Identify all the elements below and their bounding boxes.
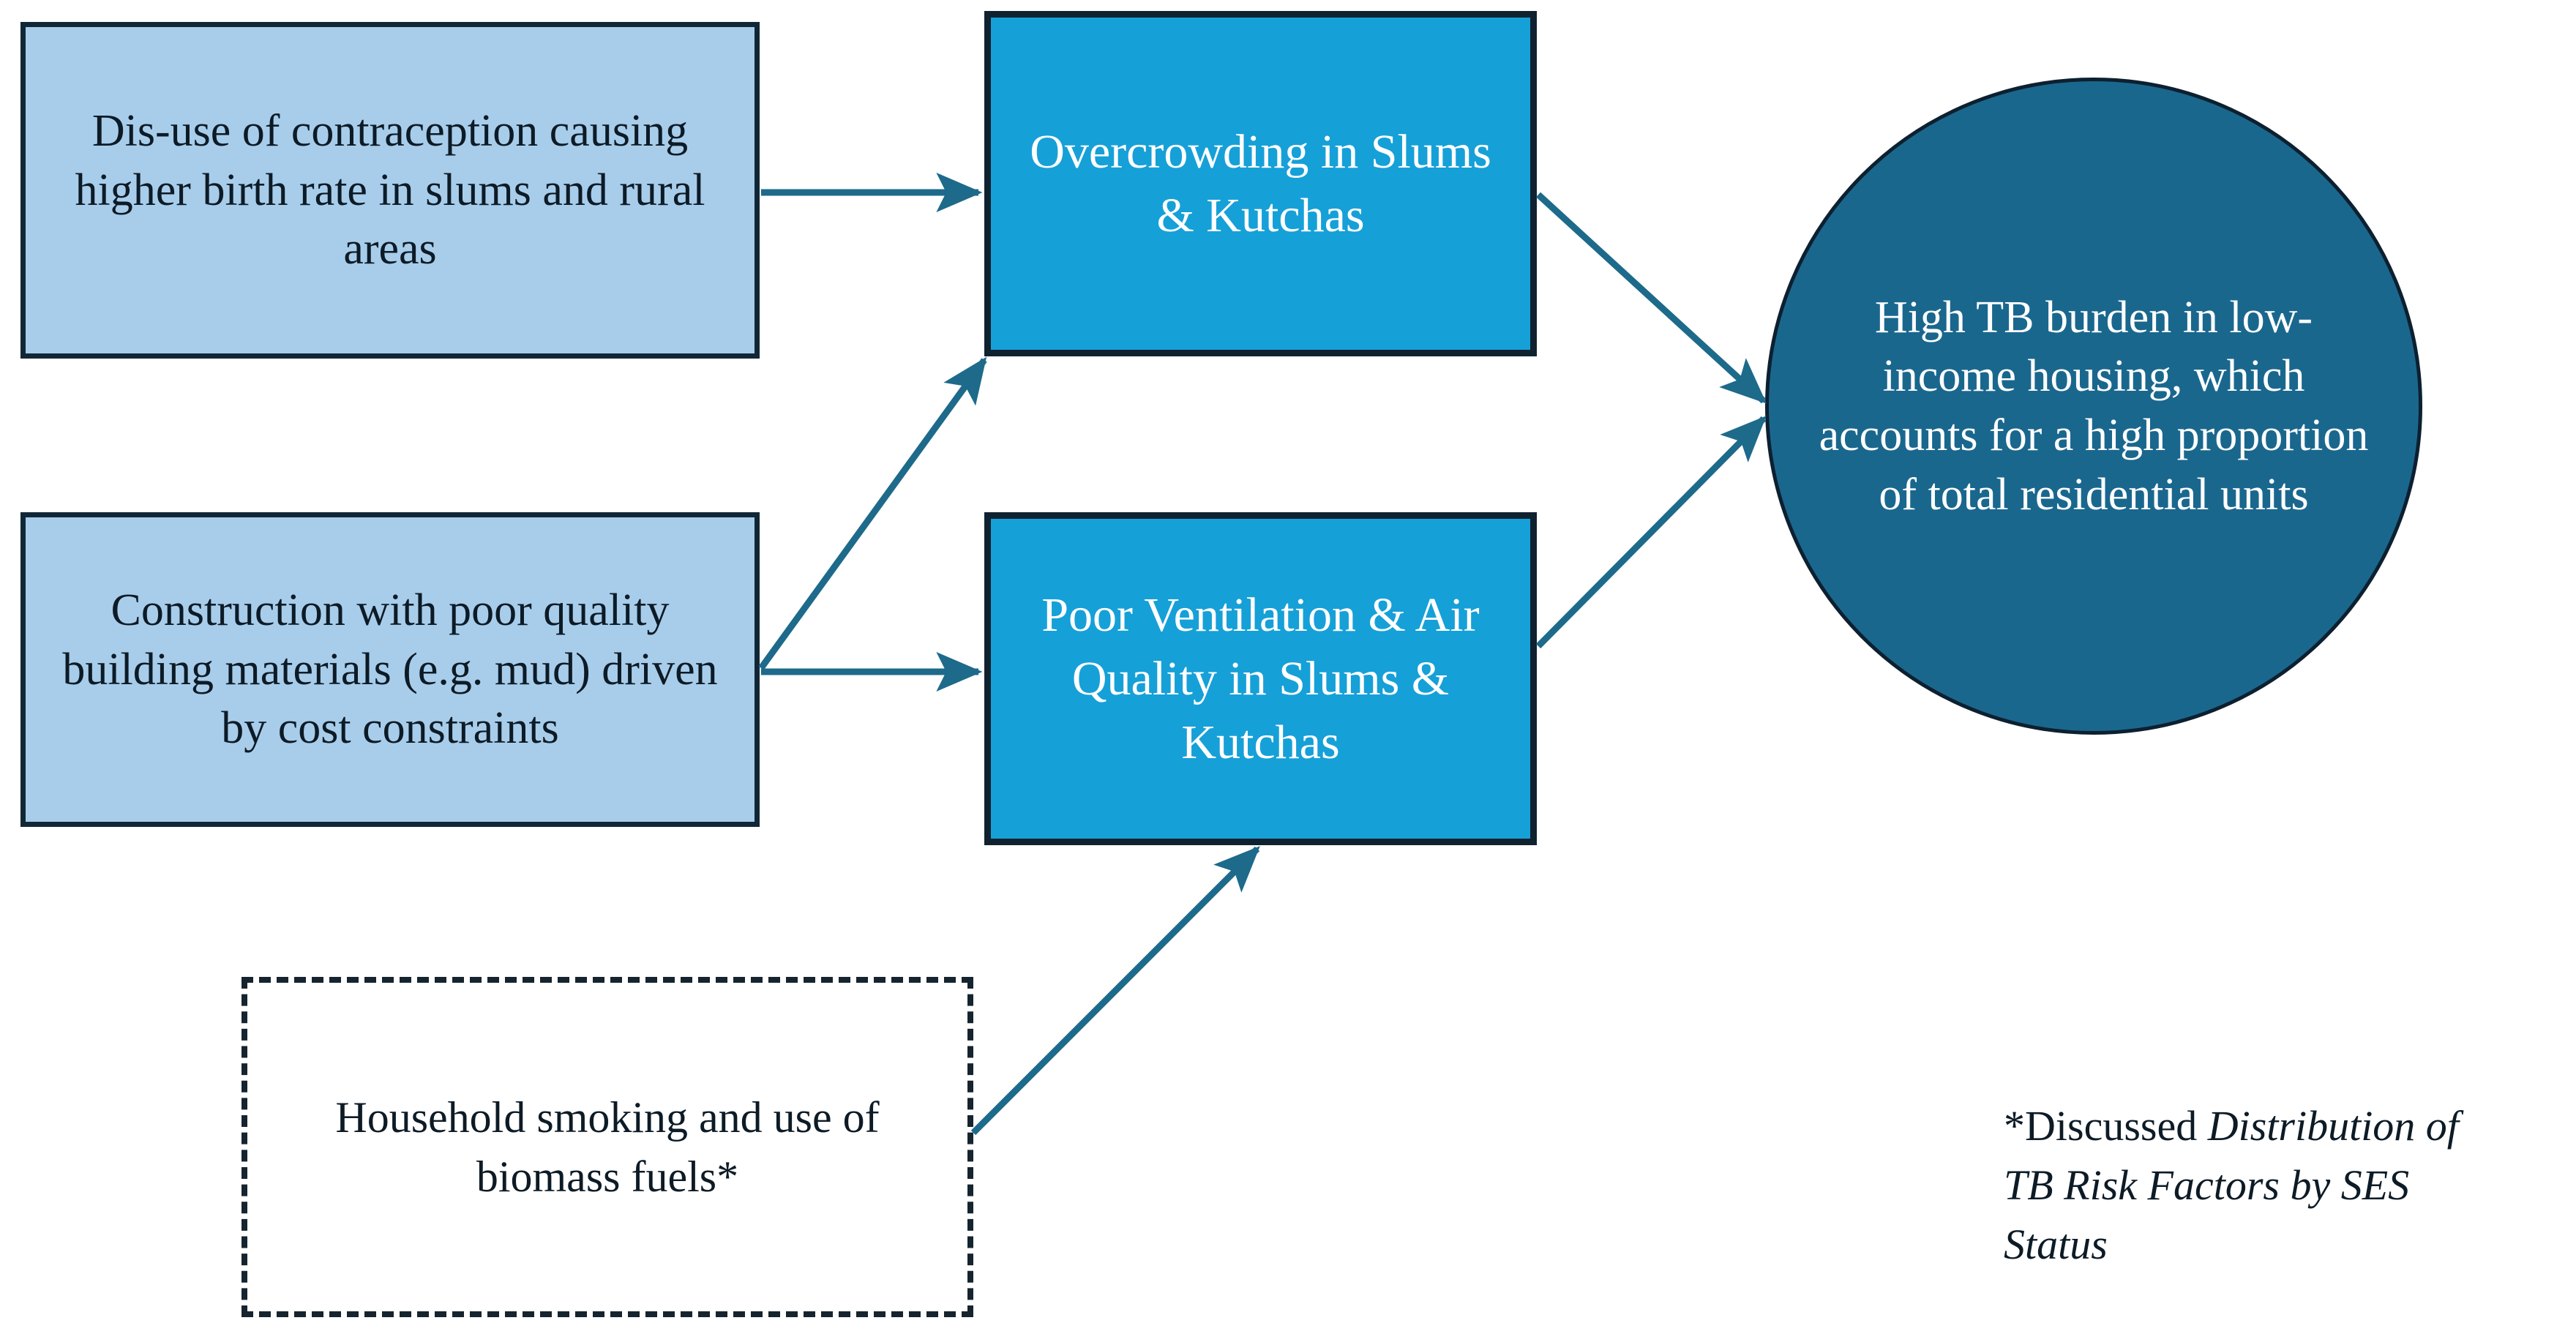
edge-smoking-to-ventilation	[970, 846, 1260, 1136]
footnote-italic-title: Distribution of TB Risk Factors by SES S…	[2004, 1102, 2459, 1269]
node-outcome-tb-burden-label: High TB burden in low-income housing, wh…	[1819, 292, 2369, 520]
node-mediator-ventilation[interactable]: Poor Ventilation & Air Quality in Slums …	[984, 512, 1537, 845]
edge-ventilation-to-outcome	[1535, 416, 1767, 649]
edge-overcrowding-to-outcome	[1535, 192, 1767, 404]
node-cause-smoking-label: Household smoking and use of biomass fue…	[335, 1093, 880, 1201]
node-cause-contraception-label: Dis-use of contraception causing higher …	[75, 106, 705, 274]
node-cause-construction[interactable]: Construction with poor quality building …	[20, 512, 760, 827]
node-cause-smoking[interactable]: Household smoking and use of biomass fue…	[242, 977, 973, 1317]
node-cause-contraception[interactable]: Dis-use of contraception causing higher …	[20, 22, 760, 359]
node-mediator-overcrowding[interactable]: Overcrowding in Slums & Kutchas	[984, 11, 1537, 356]
footnote-marker: *	[2004, 1102, 2025, 1150]
node-mediator-ventilation-label: Poor Ventilation & Air Quality in Slums …	[1041, 588, 1480, 770]
node-mediator-overcrowding-label: Overcrowding in Slums & Kutchas	[1030, 124, 1491, 242]
node-outcome-tb-burden[interactable]: High TB burden in low-income housing, wh…	[1765, 78, 2422, 735]
footnote: *Discussed Distribution of TB Risk Facto…	[2004, 1096, 2516, 1275]
footnote-prefix: Discussed	[2025, 1102, 2208, 1150]
node-cause-construction-label: Construction with poor quality building …	[62, 585, 718, 754]
edge-construction-to-overcrowding	[758, 356, 987, 670]
